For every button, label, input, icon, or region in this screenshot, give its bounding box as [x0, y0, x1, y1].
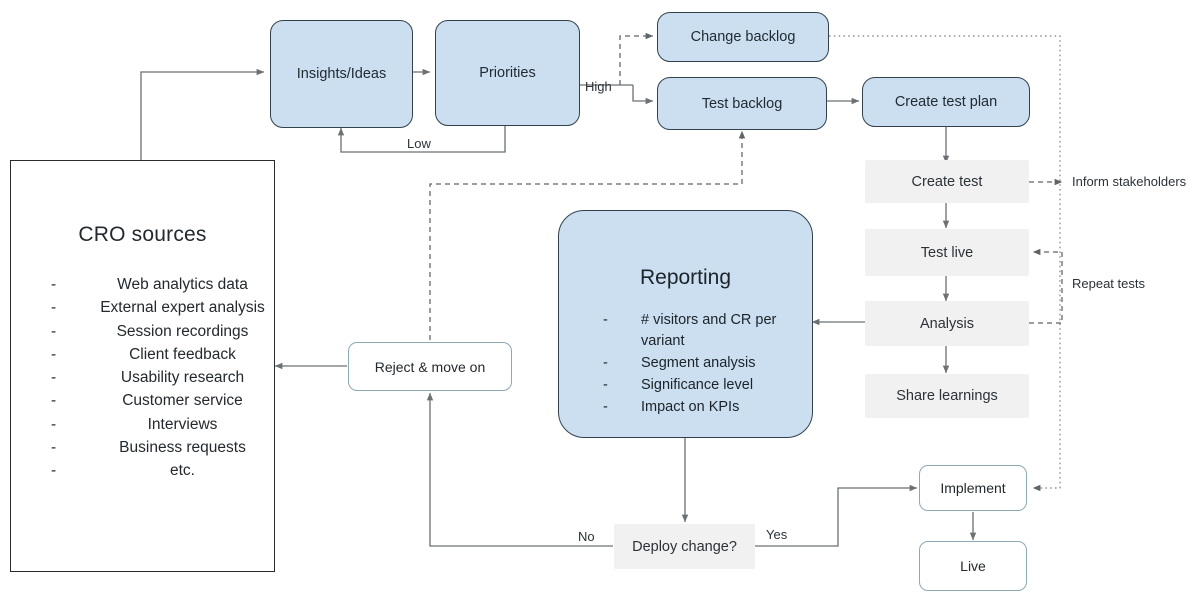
- node-change-backlog-label: Change backlog: [690, 29, 796, 45]
- node-test-backlog-label: Test backlog: [701, 95, 783, 112]
- list-item: Segment analysis: [559, 353, 812, 375]
- node-create-test-plan-label: Create test plan: [894, 94, 998, 110]
- node-insights-ideas-label: Insights/Ideas: [296, 66, 387, 82]
- node-test-backlog[interactable]: Test backlog: [657, 77, 827, 130]
- list-item: etc.: [11, 459, 274, 483]
- node-share-learnings[interactable]: Share learnings: [865, 374, 1029, 418]
- node-reject-move-on-label: Reject & move on: [374, 358, 486, 375]
- node-reject-move-on[interactable]: Reject & move on: [348, 342, 512, 391]
- reporting-title: Reporting: [639, 265, 732, 289]
- node-change-backlog[interactable]: Change backlog: [657, 12, 829, 62]
- node-test-live[interactable]: Test live: [865, 229, 1029, 276]
- node-create-test-label: Create test: [911, 173, 983, 190]
- list-item: Significance level: [559, 375, 812, 397]
- node-share-learnings-label: Share learnings: [896, 388, 998, 404]
- edge-label-no: No: [578, 529, 595, 544]
- node-deploy-change[interactable]: Deploy change?: [614, 524, 755, 569]
- node-analysis-label: Analysis: [920, 315, 974, 332]
- reporting-list: # visitors and CR per variant Segment an…: [559, 310, 812, 419]
- node-live[interactable]: Live: [919, 541, 1027, 591]
- edge-cro-to-insights: [140, 68, 265, 161]
- list-item: Usability research: [11, 366, 274, 390]
- edge-high-to-change-backlog: [619, 32, 654, 85]
- edge-label-repeat-tests: Repeat tests: [1072, 276, 1145, 291]
- list-item: Customer service: [11, 389, 274, 413]
- edge-label-inform-stakeholders: Inform stakeholders: [1072, 174, 1187, 189]
- node-implement-label: Implement: [940, 480, 1006, 496]
- edge-label-yes: Yes: [766, 527, 788, 542]
- node-analysis[interactable]: Analysis: [865, 301, 1029, 346]
- list-item: Interviews: [11, 413, 274, 437]
- node-priorities-label: Priorities: [479, 65, 536, 81]
- node-cro-sources[interactable]: CRO sources Web analytics data External …: [10, 160, 275, 572]
- node-deploy-change-label: Deploy change?: [632, 538, 737, 555]
- cro-sources-list: Web analytics data External expert analy…: [11, 273, 274, 483]
- list-item: Impact on KPIs: [559, 397, 812, 419]
- edge-high-to-test-backlog: [632, 85, 654, 105]
- node-insights-ideas[interactable]: Insights/Ideas: [270, 20, 413, 128]
- list-item: External expert analysis: [11, 296, 274, 320]
- list-item: Web analytics data: [11, 273, 274, 297]
- edge-label-low: Low: [407, 136, 431, 151]
- node-test-live-label: Test live: [920, 244, 974, 261]
- cro-sources-title: CRO sources: [78, 223, 207, 246]
- node-create-test[interactable]: Create test: [865, 160, 1029, 203]
- edge-analysis-repeat-to-testlive: [1029, 248, 1063, 324]
- list-item: Client feedback: [11, 343, 274, 367]
- list-item: # visitors and CR per: [559, 310, 812, 332]
- list-item-continuation: variant: [641, 333, 685, 350]
- node-implement[interactable]: Implement: [919, 465, 1027, 511]
- list-item: Business requests: [11, 436, 274, 460]
- list-item: Session recordings: [11, 320, 274, 344]
- edge-label-high: High: [585, 79, 612, 94]
- node-priorities[interactable]: Priorities: [435, 20, 580, 126]
- reporting-content: Reporting # visitors and CR per variant …: [559, 230, 812, 419]
- node-create-test-plan[interactable]: Create test plan: [862, 77, 1030, 127]
- node-reporting[interactable]: Reporting # visitors and CR per variant …: [558, 210, 813, 438]
- node-live-label: Live: [960, 558, 986, 574]
